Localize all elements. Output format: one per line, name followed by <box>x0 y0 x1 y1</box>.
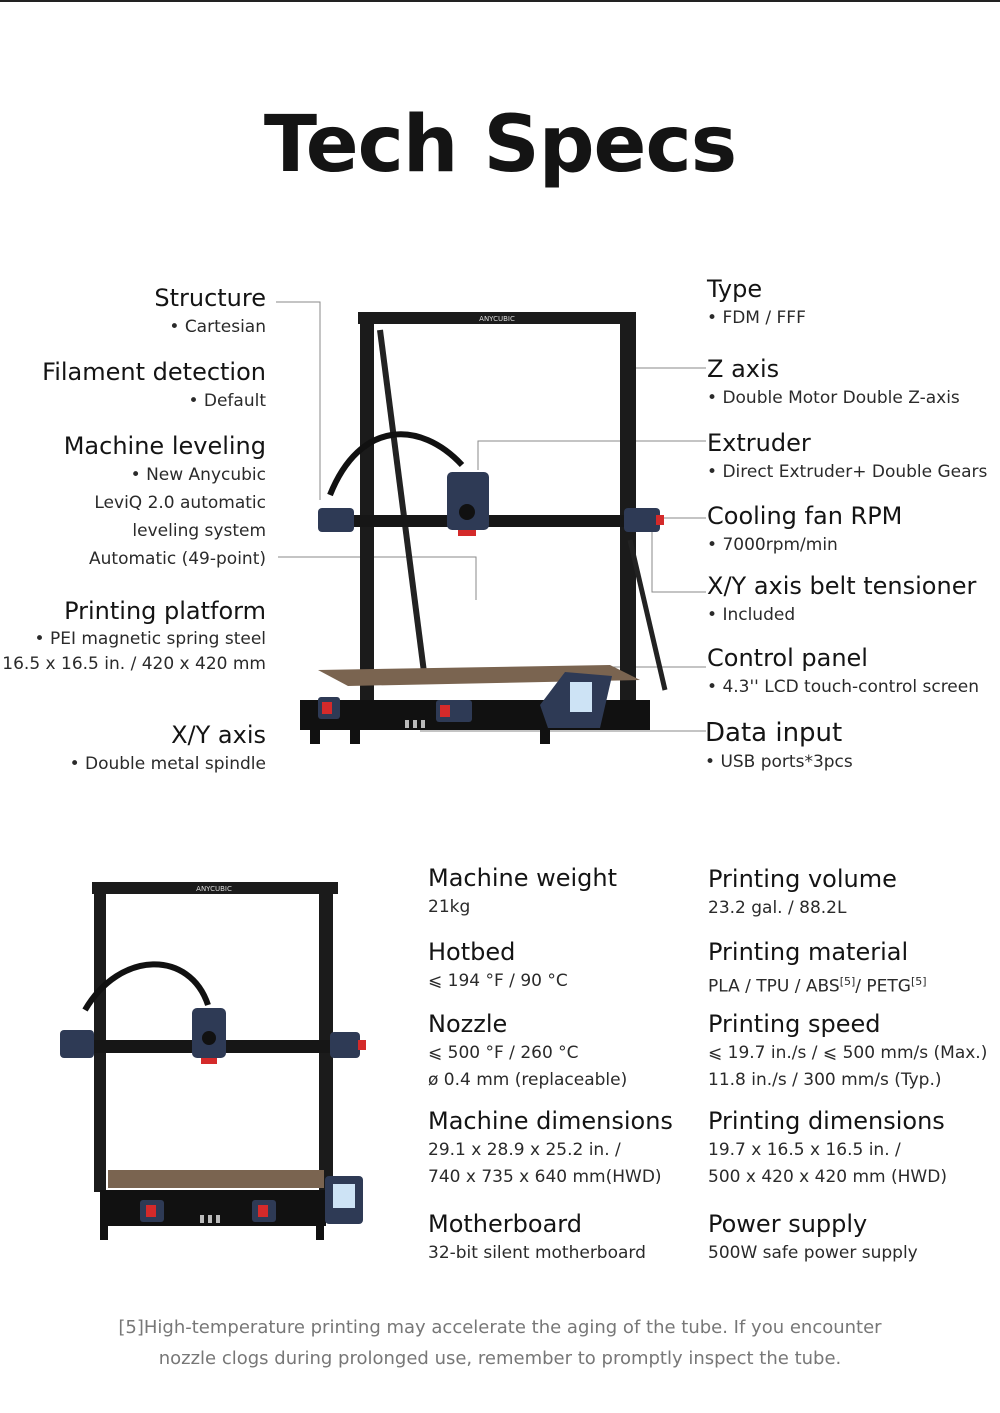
spec-heading: Machine dimensions <box>428 1107 673 1135</box>
spec-heading: Machine weight <box>428 864 618 892</box>
spec-detail: 500 x 420 x 420 mm (HWD) <box>708 1167 947 1187</box>
spec-hotbed: Hotbed ⩽ 194 °F / 90 °C <box>428 936 698 995</box>
spec-type: Type FDM / FFF <box>707 274 806 332</box>
spec-nozzle: Nozzle ⩽ 500 °F / 260 °C ø 0.4 mm (repla… <box>428 1008 698 1094</box>
spec-detail: 7000rpm/min <box>707 531 902 559</box>
footnote: [5]High-temperature printing may acceler… <box>100 1312 900 1374</box>
spec-detail: 32-bit silent motherboard <box>428 1243 646 1263</box>
spec-heading: Printing material <box>708 938 909 966</box>
spec-printing-speed: Printing speed ⩽ 19.7 in./s / ⩽ 500 mm/s… <box>708 1008 988 1094</box>
spec-belt-tensioner: X/Y axis belt tensioner Included <box>707 571 976 629</box>
spec-detail: ⩽ 500 °F / 260 °C <box>428 1043 579 1063</box>
spec-z-axis: Z axis Double Motor Double Z-axis <box>707 354 960 412</box>
spec-detail: leveling system <box>132 521 266 541</box>
spec-heading: Printing speed <box>708 1010 881 1038</box>
material-text: / PETG <box>855 976 911 997</box>
spec-heading: Nozzle <box>428 1010 508 1038</box>
spec-machine-dimensions: Machine dimensions 29.1 x 28.9 x 25.2 in… <box>428 1105 698 1191</box>
spec-heading: Structure <box>154 284 266 312</box>
front-printer: ANYCUBIC <box>60 882 366 1240</box>
spec-heading: Filament detection <box>42 358 266 386</box>
spec-detail: 21kg <box>428 897 471 917</box>
spec-detail: LeviQ 2.0 automatic <box>94 493 266 513</box>
spec-detail: PLA / TPU / ABS[5]/ PETG[5] <box>708 968 978 1001</box>
spec-heading: Z axis <box>707 355 780 383</box>
spec-heading: Hotbed <box>428 938 516 966</box>
spec-detail: PEI magnetic spring steel <box>2 626 266 652</box>
spec-detail: 740 x 735 x 640 mm(HWD) <box>428 1167 662 1187</box>
page-title: Tech Specs <box>263 100 737 190</box>
spec-data-input: Data input USB ports*3pcs <box>705 718 853 776</box>
footnote-ref: [5] <box>839 975 856 988</box>
spec-detail: 29.1 x 28.9 x 25.2 in. / <box>428 1140 621 1160</box>
spec-machine-weight: Machine weight 21kg <box>428 862 698 921</box>
spec-heading: Extruder <box>707 429 811 457</box>
spec-detail: Included <box>707 601 976 629</box>
spec-detail: 19.7 x 16.5 x 16.5 in. / <box>708 1140 901 1160</box>
spec-control-panel: Control panel 4.3'' LCD touch-control sc… <box>707 643 979 701</box>
spec-cooling-fan-rpm: Cooling fan RPM 7000rpm/min <box>707 501 902 559</box>
spec-filament-detection: Filament detection Default <box>42 357 266 415</box>
spec-printing-platform: Printing platform PEI magnetic spring st… <box>2 596 266 676</box>
brand-label: ANYCUBIC <box>196 885 232 893</box>
spec-structure: Structure Cartesian <box>154 283 266 341</box>
spec-heading: Power supply <box>708 1210 868 1238</box>
material-text: PLA / TPU / ABS <box>708 976 840 997</box>
footnote-line: nozzle clogs during prolonged use, remem… <box>158 1348 842 1369</box>
spec-detail: New Anycubic <box>64 461 266 489</box>
top-border <box>0 0 1000 2</box>
spec-detail: Double Motor Double Z-axis <box>707 384 959 412</box>
spec-heading: Machine leveling <box>63 432 266 460</box>
footnote-line: [5]High-temperature printing may acceler… <box>118 1317 882 1338</box>
footnote-ref: [5] <box>910 975 927 988</box>
brand-label: ANYCUBIC <box>479 315 515 323</box>
spec-power-supply: Power supply 500W safe power supply <box>708 1208 978 1267</box>
spec-detail: ⩽ 194 °F / 90 °C <box>428 971 568 991</box>
spec-detail: Double metal spindle <box>70 750 266 778</box>
spec-detail: Direct Extruder+ Double Gears <box>707 458 987 486</box>
spec-heading: Cooling fan RPM <box>707 502 903 530</box>
spec-heading: Printing volume <box>708 865 897 893</box>
spec-detail: 16.5 x 16.5 in. / 420 x 420 mm <box>2 654 266 674</box>
spec-detail: 500W safe power supply <box>708 1243 918 1263</box>
spec-heading: Control panel <box>707 644 868 672</box>
spec-heading: X/Y axis <box>171 721 266 749</box>
spec-detail: Default <box>42 387 266 415</box>
spec-heading: Printing dimensions <box>708 1107 945 1135</box>
spec-printing-dimensions: Printing dimensions 19.7 x 16.5 x 16.5 i… <box>708 1105 978 1191</box>
spec-heading: X/Y axis belt tensioner <box>707 572 977 600</box>
spec-heading: Data input <box>705 718 843 748</box>
spec-printing-material: Printing material PLA / TPU / ABS[5]/ PE… <box>708 936 978 1001</box>
spec-detail: FDM / FFF <box>707 304 805 332</box>
spec-detail: ⩽ 19.7 in./s / ⩽ 500 mm/s (Max.) <box>708 1043 988 1063</box>
spec-detail: ø 0.4 mm (replaceable) <box>428 1070 628 1090</box>
spec-detail: USB ports*3pcs <box>705 748 852 776</box>
spec-detail: 23.2 gal. / 88.2L <box>708 898 847 918</box>
spec-detail: Cartesian <box>154 313 266 341</box>
spec-detail: Automatic (49-point) <box>89 549 266 569</box>
spec-extruder: Extruder Direct Extruder+ Double Gears <box>707 428 987 486</box>
spec-heading: Type <box>707 275 763 303</box>
main-printer: ANYCUBIC <box>300 312 668 744</box>
spec-detail: 11.8 in./s / 300 mm/s (Typ.) <box>708 1070 942 1090</box>
spec-printing-volume: Printing volume 23.2 gal. / 88.2L <box>708 863 978 922</box>
spec-machine-leveling: Machine leveling New Anycubic LeviQ 2.0 … <box>64 431 266 573</box>
spec-heading: Motherboard <box>428 1210 582 1238</box>
spec-detail: 4.3'' LCD touch-control screen <box>707 673 979 701</box>
spec-xy-axis: X/Y axis Double metal spindle <box>70 720 266 778</box>
spec-motherboard: Motherboard 32-bit silent motherboard <box>428 1208 698 1267</box>
spec-heading: Printing platform <box>64 597 266 625</box>
